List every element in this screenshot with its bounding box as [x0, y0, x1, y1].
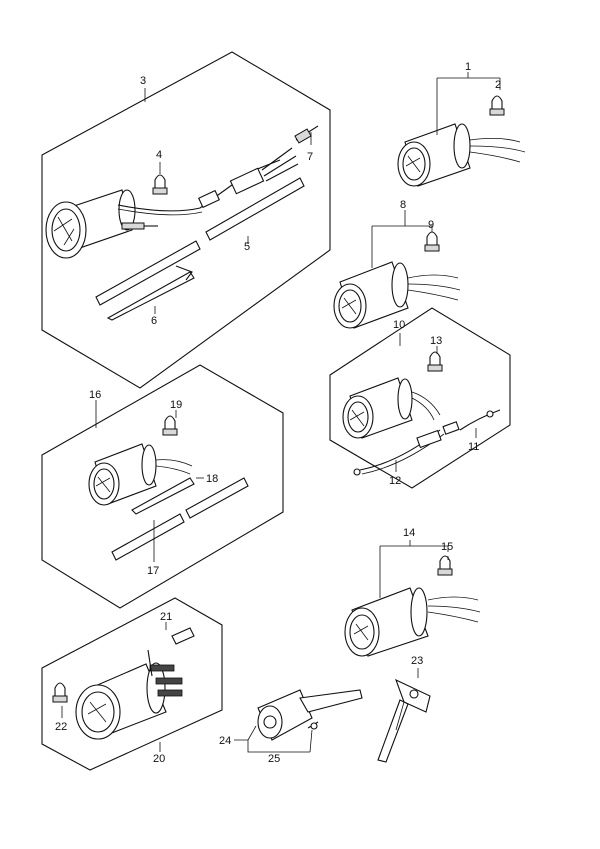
label-6: 6	[151, 315, 157, 327]
label-5: 5	[244, 241, 250, 253]
label-21: 21	[160, 611, 172, 623]
label-4: 4	[156, 149, 162, 161]
label-12: 12	[389, 475, 401, 487]
label-24: 24	[219, 735, 231, 747]
label-3: 3	[140, 75, 146, 87]
gauge-8	[333, 231, 461, 329]
label-25: 25	[268, 753, 280, 765]
gauge-3	[45, 189, 158, 259]
label-8: 8	[400, 199, 406, 211]
kit-box-16	[41, 364, 284, 609]
kit-box-20	[41, 597, 223, 771]
label-20: 20	[153, 753, 165, 765]
label-2: 2	[495, 79, 501, 91]
label-16: 16	[89, 389, 101, 401]
label-10: 10	[393, 319, 405, 331]
label-14: 14	[403, 527, 415, 539]
label-13: 13	[430, 335, 442, 347]
gauge-1	[397, 95, 526, 187]
lever-23	[377, 678, 431, 763]
label-18: 18	[206, 473, 218, 485]
gauge-14	[344, 555, 481, 657]
kit-box-3	[41, 51, 331, 389]
part-labels: 1 2 3 4 5 6 7 8 9 10 11 12 13 14 15 16 1…	[55, 61, 501, 765]
label-7: 7	[307, 151, 313, 163]
leader-lines	[61, 72, 501, 753]
kit-box-10	[329, 307, 511, 489]
label-15: 15	[441, 541, 453, 553]
label-11: 11	[468, 441, 479, 453]
label-19: 19	[170, 399, 182, 411]
label-23: 23	[411, 655, 423, 667]
label-17: 17	[147, 565, 159, 577]
label-9: 9	[428, 219, 434, 231]
switch-24	[257, 689, 363, 741]
label-1: 1	[465, 61, 471, 73]
label-22: 22	[55, 721, 67, 733]
